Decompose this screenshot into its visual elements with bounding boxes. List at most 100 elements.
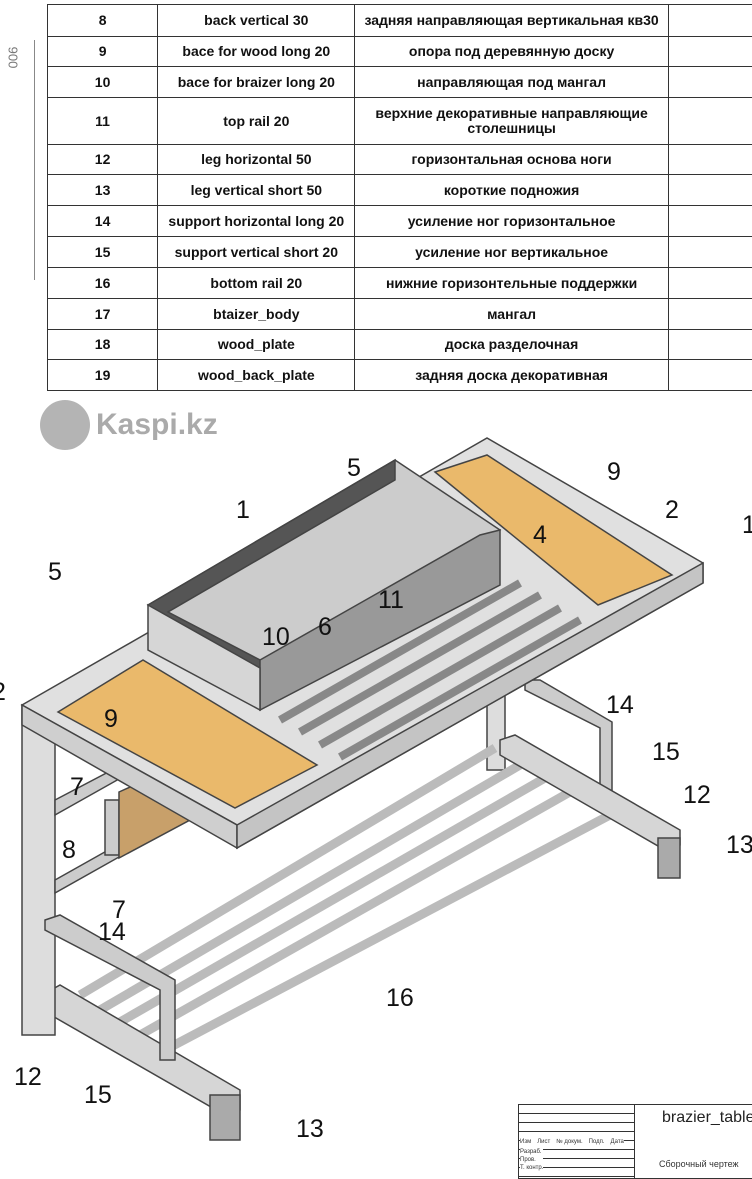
cell-empty bbox=[668, 330, 752, 360]
cell-empty bbox=[668, 67, 752, 98]
title-block-row: Т. контр. bbox=[520, 1164, 543, 1172]
callout-label: 15 bbox=[84, 1081, 112, 1109]
callout-label: 13 bbox=[726, 831, 752, 859]
dimension-label: 900 bbox=[5, 47, 20, 69]
callout-label: 10 bbox=[262, 623, 290, 651]
callout-label: 9 bbox=[104, 705, 118, 733]
cell-number: 18 bbox=[48, 330, 158, 360]
title-block-row: Разраб. bbox=[520, 1148, 543, 1156]
callout-label: 1 bbox=[236, 496, 250, 524]
cell-number: 10 bbox=[48, 67, 158, 98]
cell-empty bbox=[668, 175, 752, 206]
cell-name-ru: нижние горизонтельные поддержки bbox=[355, 268, 668, 299]
cell-empty bbox=[668, 360, 752, 391]
callout-label: 9 bbox=[607, 458, 621, 486]
callout-label: 7 bbox=[70, 773, 84, 801]
callout-label: 2 bbox=[665, 496, 679, 524]
callout-label: 6 bbox=[318, 613, 332, 641]
drawing-title: brazier_table bbox=[662, 1109, 752, 1127]
cell-empty bbox=[668, 268, 752, 299]
callout-label: 14 bbox=[98, 918, 126, 946]
callout-label: 2 bbox=[0, 678, 6, 706]
cell-number: 11 bbox=[48, 98, 158, 145]
cell-name-en: leg horizontal 50 bbox=[158, 145, 355, 175]
cell-name-en: support vertical short 20 bbox=[158, 237, 355, 268]
cell-empty bbox=[668, 145, 752, 175]
left-foot bbox=[210, 1095, 240, 1140]
callout-label: 5 bbox=[347, 454, 361, 482]
cell-empty bbox=[668, 206, 752, 237]
callout-label: 8 bbox=[62, 836, 76, 864]
cell-empty bbox=[668, 5, 752, 37]
title-block-header: Дата bbox=[611, 1139, 624, 1145]
cell-name-ru: усиление ног горизонтальное bbox=[355, 206, 668, 237]
cell-number: 16 bbox=[48, 268, 158, 299]
cell-name-ru: доска разделочная bbox=[355, 330, 668, 360]
cell-name-en: leg vertical short 50 bbox=[158, 175, 355, 206]
cell-empty bbox=[668, 98, 752, 145]
title-block-header: Подп. bbox=[589, 1139, 605, 1145]
callout-label: 16 bbox=[386, 984, 414, 1012]
callout-label: 1 bbox=[742, 511, 752, 539]
callout-label: 13 bbox=[296, 1115, 324, 1143]
back-vertical bbox=[105, 800, 119, 855]
cell-empty bbox=[668, 237, 752, 268]
cell-number: 17 bbox=[48, 299, 158, 330]
cell-empty bbox=[668, 37, 752, 67]
front-left-leg bbox=[22, 705, 55, 1035]
cell-number: 14 bbox=[48, 206, 158, 237]
cell-number: 9 bbox=[48, 37, 158, 67]
callout-label: 14 bbox=[606, 691, 634, 719]
cell-name-ru: верхние декоративные направляющие столеш… bbox=[355, 98, 668, 145]
cell-number: 8 bbox=[48, 5, 158, 37]
cell-name-ru: опора под деревянную доску bbox=[355, 37, 668, 67]
cell-name-ru: короткие подножия bbox=[355, 175, 668, 206]
callout-label: 15 bbox=[652, 738, 680, 766]
cell-name-en: btaizer_body bbox=[158, 299, 355, 330]
title-block: Изм Лист № докум. Подп. Дата Разраб.Пров.Т. … bbox=[518, 1104, 752, 1179]
cell-empty bbox=[668, 299, 752, 330]
title-block-header: Лист bbox=[537, 1139, 550, 1145]
assembly-drawing: 15921451161029141512137871416121513 bbox=[0, 395, 752, 1177]
cell-name-ru: задняя направляющая вертикальная кв30 bbox=[355, 5, 668, 37]
cell-name-en: bottom rail 20 bbox=[158, 268, 355, 299]
dimension-line: 900 bbox=[0, 40, 35, 280]
callout-label: 12 bbox=[683, 781, 711, 809]
right-foot bbox=[658, 838, 680, 878]
callout-label: 12 bbox=[14, 1063, 42, 1091]
cell-number: 15 bbox=[48, 237, 158, 268]
cell-name-en: support horizontal long 20 bbox=[158, 206, 355, 237]
cell-name-en: top rail 20 bbox=[158, 98, 355, 145]
cell-name-ru: направляющая под мангал bbox=[355, 67, 668, 98]
drawing-subtitle: Сборочный чертеж bbox=[659, 1159, 739, 1169]
title-block-header: Изм bbox=[520, 1139, 531, 1145]
cell-name-en: bace for wood long 20 bbox=[158, 37, 355, 67]
cell-name-ru: усиление ног вертикальное bbox=[355, 237, 668, 268]
cell-number: 12 bbox=[48, 145, 158, 175]
cell-number: 19 bbox=[48, 360, 158, 391]
cell-name-ru: мангал bbox=[355, 299, 668, 330]
callout-label: 4 bbox=[533, 521, 547, 549]
cell-name-en: back vertical 30 bbox=[158, 5, 355, 37]
cell-number: 13 bbox=[48, 175, 158, 206]
cell-name-ru: горизонтальная основа ноги bbox=[355, 145, 668, 175]
title-block-row: Пров. bbox=[520, 1156, 543, 1164]
cell-name-en: wood_back_plate bbox=[158, 360, 355, 391]
title-block-header: № докум. bbox=[556, 1139, 582, 1145]
cell-name-ru: задняя доска декоративная bbox=[355, 360, 668, 391]
callout-label: 5 bbox=[48, 558, 62, 586]
cell-name-en: wood_plate bbox=[158, 330, 355, 360]
